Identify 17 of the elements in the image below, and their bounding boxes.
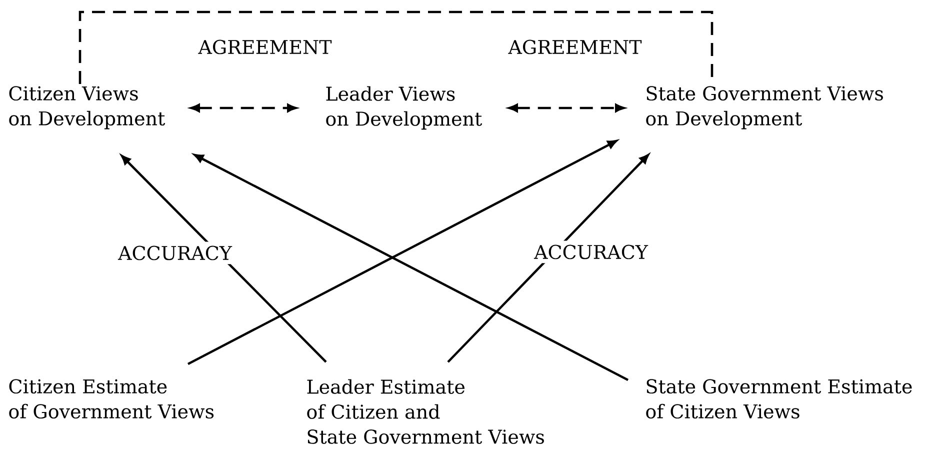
arrow [121, 155, 327, 363]
dashed-bracket [78, 10, 714, 84]
text-label: Leader Views on Development [326, 86, 482, 130]
double-arrow [190, 104, 297, 112]
edge-label: AGREEMENT [504, 36, 646, 58]
edge-label: ACCURACY [530, 240, 652, 264]
edge-label: ACCURACY [114, 242, 236, 264]
text-label: State Government Estimate of Citizen Views [646, 379, 912, 419]
edge-label: AGREEMENT [194, 36, 336, 58]
arrow [194, 154, 629, 382]
arrow [447, 154, 649, 363]
text-label: State Government Views on Development [646, 86, 883, 130]
text-label: Citizen Views on Development [9, 86, 166, 130]
double-arrow [508, 104, 625, 112]
text-label: Citizen Estimate of Government Views [9, 379, 214, 419]
arrow [187, 140, 618, 365]
text-label: Leader Estimate of Citizen and State Government Views [307, 379, 544, 444]
